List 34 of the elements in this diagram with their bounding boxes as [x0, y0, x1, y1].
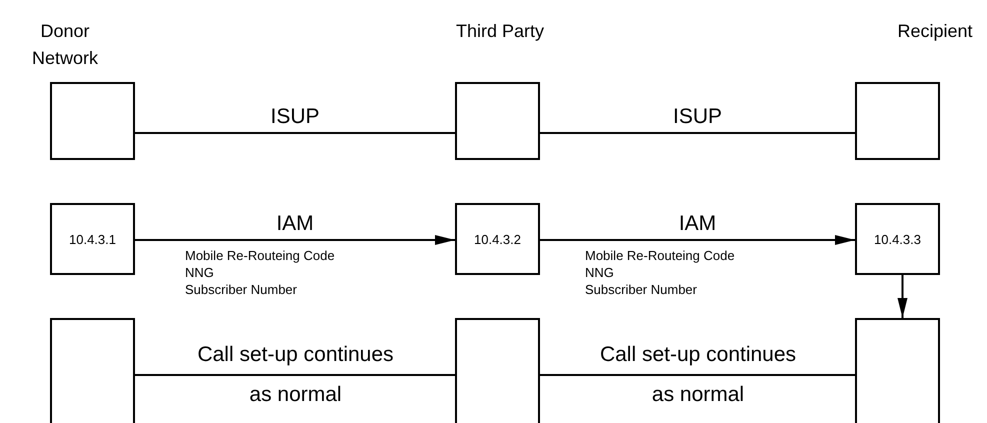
- node-label: 10.4.3.1: [69, 232, 116, 246]
- connector-line: [135, 374, 455, 376]
- node-label: 10.4.3.2: [474, 232, 521, 246]
- edge-label: ISUP: [673, 105, 722, 129]
- arrow: [898, 275, 908, 318]
- process-box: [855, 203, 940, 275]
- edge-label: IAM: [276, 212, 314, 236]
- empty-box: [455, 318, 540, 423]
- parameter-note: Subscriber Number: [585, 282, 697, 297]
- connector-line: [135, 132, 455, 134]
- node-label: 10.4.3.3: [874, 232, 921, 246]
- column-heading: Donor Network: [30, 20, 99, 70]
- parameter-note: Mobile Re-Routeing Code: [185, 248, 335, 263]
- parameter-note: NNG: [185, 265, 214, 280]
- edge-label: Call set-up continues as normal: [598, 342, 798, 408]
- edge-label: ISUP: [270, 105, 320, 129]
- empty-box: [855, 318, 940, 423]
- edge-label: Call set-up continues as normal: [196, 342, 395, 408]
- empty-box: [855, 82, 940, 160]
- arrow: [135, 235, 455, 245]
- parameter-note: Subscriber Number: [185, 282, 297, 297]
- column-heading: Recipient: [896, 20, 974, 43]
- edge-label: IAM: [678, 212, 716, 236]
- arrow: [540, 235, 855, 245]
- column-heading: Third Party: [454, 20, 546, 43]
- process-box: [455, 203, 540, 275]
- connector-line: [540, 374, 855, 376]
- empty-box: [50, 82, 135, 160]
- process-box: [50, 203, 135, 275]
- parameter-note: NNG: [585, 265, 614, 280]
- connector-line: [540, 132, 855, 134]
- empty-box: [455, 82, 540, 160]
- parameter-note: Mobile Re-Routeing Code: [585, 248, 735, 263]
- empty-box: [50, 318, 135, 423]
